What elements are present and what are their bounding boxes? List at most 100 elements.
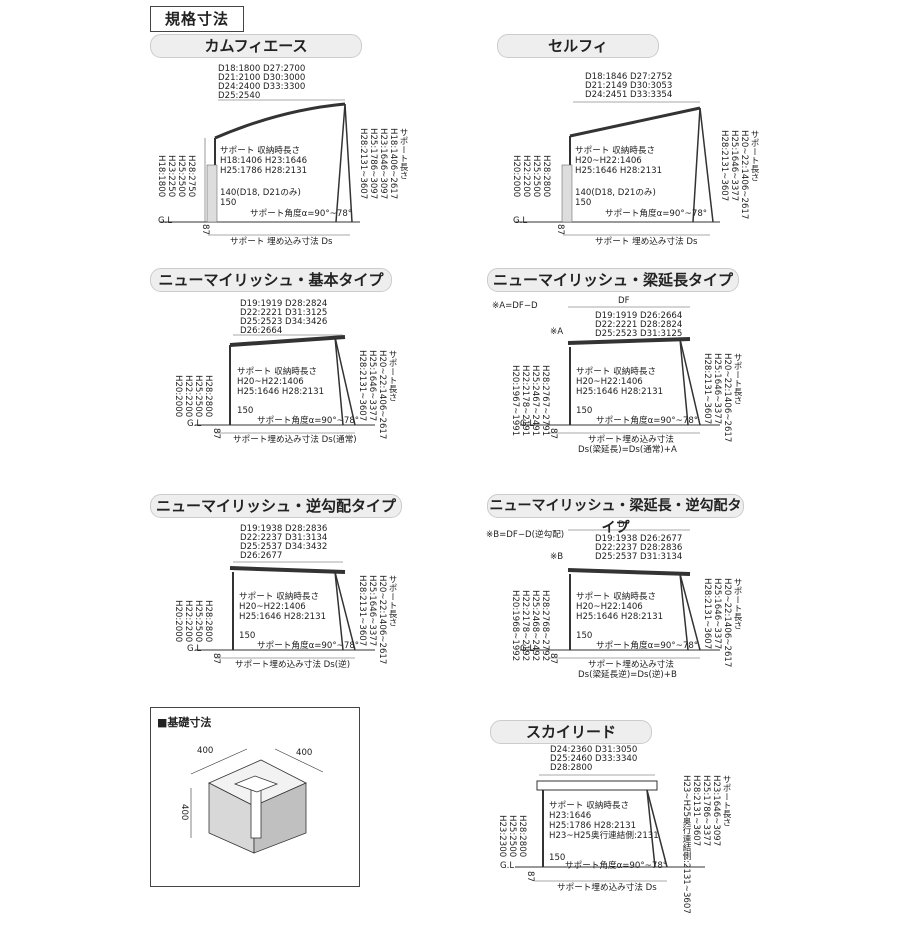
height-line: H28:2750 bbox=[186, 155, 196, 198]
support-length-label: サポート 収納時長さ bbox=[239, 592, 320, 602]
foundation-title: ■基礎寸法 bbox=[157, 716, 212, 729]
support-range: H20~22:1406~2617 bbox=[377, 575, 387, 665]
dim-150: 150 bbox=[237, 406, 254, 416]
height-line: H20:2000 bbox=[173, 375, 183, 418]
carport-drawing bbox=[515, 774, 705, 882]
support-range: H28:2131~3607 bbox=[691, 775, 701, 847]
panel-title-reverse: ニューマイリッシュ・逆勾配タイプ bbox=[150, 494, 402, 518]
support-range: サポート長さ bbox=[398, 128, 408, 180]
support-range: H28:2131~3607 bbox=[702, 353, 712, 425]
support-length: H18:1406 H23:1646 bbox=[220, 156, 308, 166]
dim-87: 87 bbox=[211, 653, 221, 664]
support-length: H25:1786 H28:2131 bbox=[220, 166, 308, 176]
depth-line: D19:1938 D28:2836 bbox=[240, 524, 328, 534]
support-length: H23:1646 bbox=[549, 811, 592, 821]
panel-title-camfiace: カムフィエース bbox=[150, 34, 362, 58]
embed-formula: Ds(梁延長)=Ds(通常)+A bbox=[578, 445, 677, 455]
depth-line: D25:2540 bbox=[218, 91, 261, 101]
panel-title-beam-ext-reverse: ニューマイリッシュ・梁延長・逆勾配タイプ bbox=[487, 494, 744, 536]
gl-label: G.L bbox=[187, 419, 202, 429]
embed-label: サポート埋め込み寸法 bbox=[588, 435, 674, 445]
panel-title-beam-ext: ニューマイリッシュ・梁延長タイプ bbox=[487, 268, 739, 292]
carport-drawing bbox=[195, 334, 375, 434]
embed-label: サポート埋め込み寸法 Ds(逆) bbox=[235, 660, 351, 670]
note: 140(D18, D21のみ) bbox=[220, 188, 301, 198]
height-line: H22:2178~2191 bbox=[520, 365, 530, 437]
diagram-selfie: D18:1846 D27:2752 D21:2149 D30:3053 D24:… bbox=[511, 60, 875, 260]
depth-line: D28:2800 bbox=[550, 763, 593, 773]
support-length-label: サポート 収納時長さ bbox=[575, 146, 656, 156]
dim-87: 87 bbox=[525, 871, 535, 882]
depth-line: D19:1919 D28:2824 bbox=[240, 299, 328, 309]
marker-B: ※B bbox=[550, 552, 564, 562]
support-length: H20~H22:1406 bbox=[576, 377, 643, 387]
support-range: H20~22:1406~2617 bbox=[377, 350, 387, 440]
support-angle: サポート角度α=90°~78° bbox=[596, 641, 699, 651]
gl-label: G.L bbox=[187, 644, 202, 654]
gl-label: G.L bbox=[500, 861, 515, 871]
support-length: H23~H25奥行連結側:2131 bbox=[549, 831, 659, 841]
depth-line: D18:1846 D27:2752 bbox=[585, 72, 673, 82]
support-angle: サポート角度α=90°~78° bbox=[257, 641, 360, 651]
support-range: H25:1646~3377 bbox=[712, 578, 722, 650]
support-angle: サポート角度α=90°~78° bbox=[565, 861, 668, 871]
support-angle: サポート角度α=90°~78° bbox=[250, 209, 353, 219]
depth-line: D25:2523 D31:3125 bbox=[595, 329, 683, 339]
depth-line: D24:2400 D33:3300 bbox=[218, 82, 306, 92]
depth-line: D26:2677 bbox=[240, 551, 283, 561]
height-line: H22:2200 bbox=[183, 600, 193, 643]
support-length: H20~H22:1406 bbox=[239, 602, 306, 612]
page-title: 規格寸法 bbox=[150, 6, 244, 32]
support-length: H25:1646 H28:2131 bbox=[237, 387, 325, 397]
support-range: H25:1646~3377 bbox=[367, 575, 377, 647]
support-range: サポート長さ bbox=[721, 775, 731, 827]
support-range: H18:1406~2617 bbox=[388, 128, 398, 200]
depth-line: D21:2149 D30:3053 bbox=[585, 81, 673, 91]
height-line: H20:2000 bbox=[511, 155, 521, 198]
height-line: H28:2800 bbox=[203, 375, 213, 418]
support-length: H25:1646 H28:2131 bbox=[576, 612, 664, 622]
height-line: H25:2500 bbox=[193, 600, 203, 643]
width-400: 400 bbox=[197, 746, 214, 756]
carport-drawing bbox=[160, 99, 360, 236]
embed-label: サポート埋め込み寸法 Ds(通常) bbox=[233, 435, 357, 445]
depth-line: D19:1919 D26:2664 bbox=[595, 311, 683, 321]
height-line: H20:2000 bbox=[173, 600, 183, 643]
support-range: H25:1786~3097 bbox=[368, 128, 378, 200]
marker-A: ※A bbox=[550, 327, 564, 337]
support-range: H23~H25奥行連結側:2131~3607 bbox=[681, 775, 691, 914]
support-length-label: サポート 収納時長さ bbox=[237, 367, 318, 377]
gl-label: G.L bbox=[520, 644, 535, 654]
height-line: H25:2500 bbox=[193, 375, 203, 418]
diagram-reverse: D19:1938 D28:2836 D22:2237 D31:3134 D25:… bbox=[173, 520, 535, 720]
dim-87: 87 bbox=[200, 224, 210, 235]
note: 140(D18, D21のみ) bbox=[575, 188, 656, 198]
dim-87: 87 bbox=[548, 653, 558, 664]
panel-title-skylead: スカイリード bbox=[490, 720, 652, 744]
support-length: H25:1646 H28:2131 bbox=[576, 387, 664, 397]
df-label: DF bbox=[618, 520, 630, 530]
depth-line: D19:1938 D26:2677 bbox=[595, 534, 683, 544]
diagram-beam-ext: ※A=DF−D DF ※A D19:1919 D26:2664 D22:2221… bbox=[492, 295, 860, 495]
support-length: H20~H22:1406 bbox=[576, 602, 643, 612]
gl-label: G.L bbox=[513, 216, 528, 226]
diagram-beam-ext-reverse: ※B=DF−D(逆勾配) DF ※B D19:1938 D26:2677 D22… bbox=[486, 520, 860, 720]
df-label: DF bbox=[618, 296, 630, 306]
diagram-skylead: D24:2360 D31:3050 D25:2460 D33:3340 D28:… bbox=[495, 745, 855, 945]
panel-title-basic: ニューマイリッシュ・基本タイプ bbox=[150, 268, 392, 292]
support-range: サポート長さ bbox=[732, 353, 742, 405]
height-line: H25:2500 bbox=[507, 815, 517, 858]
dim-150: 150 bbox=[239, 631, 256, 641]
height-line: H20:1967~1991 bbox=[510, 365, 520, 437]
height-line: H25:2500 bbox=[531, 155, 541, 198]
height-line: H23:2300 bbox=[497, 815, 507, 858]
support-range: H23:1646~3097 bbox=[711, 775, 721, 847]
height-line: H18:1800 bbox=[156, 155, 166, 198]
dim-150: 150 bbox=[575, 198, 592, 208]
height-line: H28:2800 bbox=[541, 155, 551, 198]
height-line: H22:2200 bbox=[183, 375, 193, 418]
note-B: ※B=DF−D(逆勾配) bbox=[486, 530, 565, 540]
foundation-box: ■基礎寸法 400 400 400 bbox=[150, 707, 360, 887]
height-400: 400 bbox=[179, 804, 189, 821]
height-line: H28:2767~2791 bbox=[540, 365, 550, 437]
